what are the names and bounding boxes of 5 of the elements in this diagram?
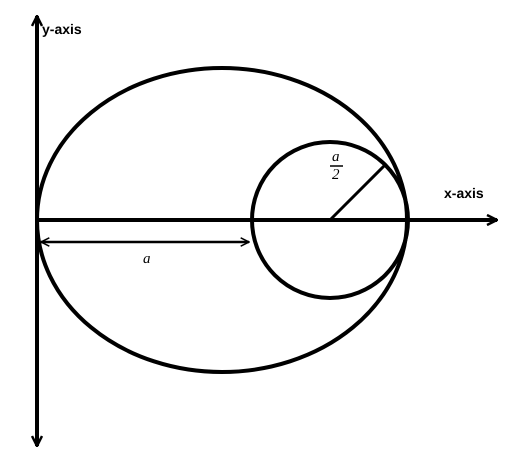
fraction-numerator: a bbox=[332, 150, 340, 165]
dimension-label: a bbox=[143, 252, 150, 267]
fraction-denominator: 2 bbox=[332, 168, 340, 183]
axis-label: y-axis bbox=[42, 22, 82, 36]
axis-label: x-axis bbox=[444, 186, 484, 200]
